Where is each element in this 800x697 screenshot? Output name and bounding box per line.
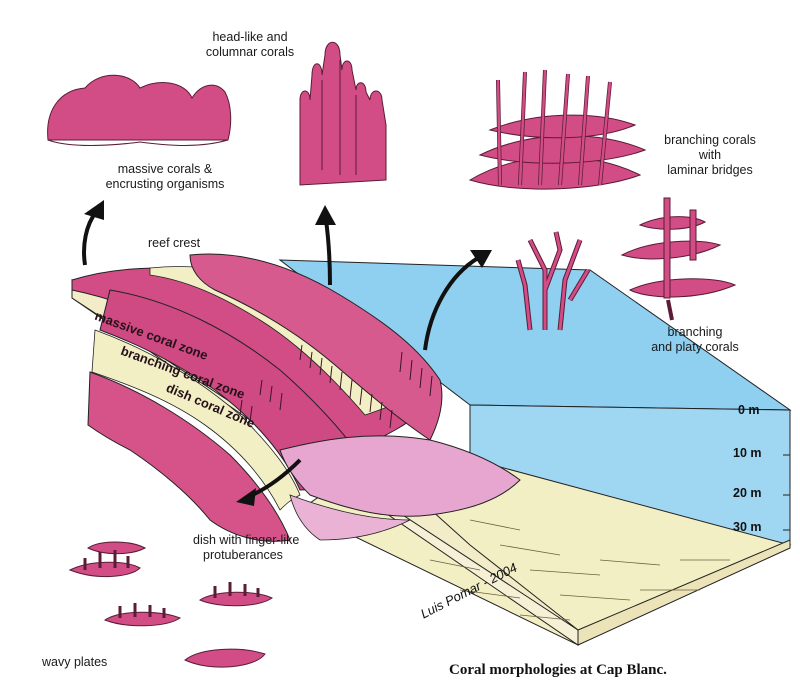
massive-corals-illustration xyxy=(47,74,232,146)
label-platy-corals: branching and platy corals xyxy=(630,325,760,355)
fore-reef-light-lower xyxy=(289,494,411,541)
wavy-plates-illustration xyxy=(184,648,266,668)
label-massive-line1: massive corals & xyxy=(117,162,213,176)
depth-30m: 30 m xyxy=(733,520,762,534)
label-laminar-line2: with xyxy=(698,148,722,162)
platy-corals-illustration xyxy=(620,197,737,321)
block-diagram xyxy=(71,253,792,646)
label-massive-line2: encrusting organisms xyxy=(105,177,225,191)
arrowhead-branching xyxy=(470,250,492,268)
fore-reef-light xyxy=(279,435,521,517)
label-platy-line2: and platy corals xyxy=(651,340,739,354)
label-platy-line1: branching xyxy=(667,325,723,339)
label-dish-line1: dish with finger-like xyxy=(193,533,300,547)
label-dish-line2: protuberances xyxy=(203,548,283,562)
label-wavy-plates: wavy plates xyxy=(42,655,108,669)
arrowhead-headlike xyxy=(315,205,336,225)
arrowhead-dish xyxy=(236,488,256,506)
label-laminar-bridges: branching corals with laminar bridges xyxy=(640,133,780,178)
figure-caption: Coral morphologies at Cap Blanc. xyxy=(449,662,667,678)
label-reef-crest: reef crest xyxy=(148,236,201,250)
label-headlike-line1: head-like and xyxy=(212,30,288,44)
depth-20m: 20 m xyxy=(733,486,762,500)
arrow-to-massive xyxy=(82,210,98,266)
depth-0m: 0 m xyxy=(738,403,760,417)
block-side-face xyxy=(577,539,791,646)
dish-coral-zone xyxy=(87,371,291,542)
label-headlike-line2: columnar corals xyxy=(205,45,295,59)
laminar-bridges-illustration xyxy=(468,69,647,190)
arrowhead-massive xyxy=(84,200,104,220)
arrow-heads xyxy=(84,200,492,506)
label-dish-corals: dish with finger-like protuberances xyxy=(193,533,299,563)
label-massive-corals: massive corals & encrusting organisms xyxy=(100,162,230,192)
label-laminar-line1: branching corals xyxy=(664,133,756,147)
sand-streaks xyxy=(429,519,730,621)
branching-corals-illustration xyxy=(515,231,591,331)
columnar-corals-illustration xyxy=(299,41,387,186)
sand-strip-2 xyxy=(91,329,301,511)
branch-hatching xyxy=(239,344,433,429)
depth-10m: 10 m xyxy=(733,446,762,460)
arrow-to-branching xyxy=(423,256,480,351)
label-headlike-corals: head-like and columnar corals xyxy=(190,30,310,60)
dish-corals-illustration xyxy=(68,541,273,627)
depth-ticks xyxy=(783,409,790,531)
label-laminar-line3: laminar bridges xyxy=(667,163,753,177)
